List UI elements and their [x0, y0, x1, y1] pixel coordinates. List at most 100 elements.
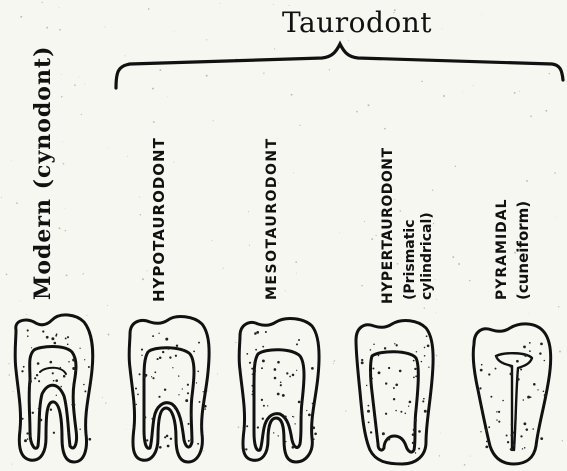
stipple-dot	[254, 332, 257, 335]
stipple-dot	[416, 351, 417, 352]
stipple-dot	[496, 411, 497, 412]
stipple-dot	[399, 370, 402, 373]
stipple-dot	[29, 380, 32, 383]
stipple-dot	[246, 353, 248, 355]
stipple-dot	[415, 375, 417, 377]
stipple-dot	[277, 361, 280, 364]
stipple-dot	[152, 377, 154, 379]
stipple-dot	[422, 400, 424, 402]
stipple-dot	[26, 432, 28, 434]
stipple-dot	[394, 343, 395, 344]
tooth-pyramidal	[473, 324, 550, 464]
stipple-dot	[298, 339, 300, 341]
stipple-dot	[63, 375, 66, 378]
stipple-dot	[137, 394, 139, 396]
stipple-dot	[187, 392, 189, 394]
stipple-dot	[498, 411, 500, 413]
stipple-dot	[481, 364, 483, 366]
stipple-dot	[522, 448, 523, 449]
stipple-dot	[42, 330, 44, 332]
stipple-dot	[157, 358, 159, 360]
stipple-dot	[523, 422, 526, 425]
stipple-dot	[21, 370, 23, 372]
stipple-dot	[198, 342, 200, 344]
stipple-dot	[197, 370, 199, 372]
stipple-dot	[251, 368, 253, 370]
stipple-dot	[372, 367, 374, 369]
stipple-dot	[267, 405, 268, 406]
stipple-dot	[53, 380, 55, 382]
stipple-dot	[83, 384, 85, 386]
stipple-dot	[313, 438, 315, 440]
stipple-dot	[202, 402, 204, 404]
stipple-dot	[144, 416, 147, 419]
stipple-dot	[412, 433, 415, 436]
stipple-dot	[37, 362, 40, 365]
stipple-dot	[262, 359, 265, 362]
stipple-dot	[84, 390, 86, 392]
stipple-dot	[315, 333, 316, 334]
stipple-dot	[190, 414, 192, 416]
stipple-dot	[414, 419, 417, 422]
stipple-dot	[485, 429, 488, 432]
stipple-dot	[366, 385, 367, 386]
stipple-dot	[67, 344, 69, 346]
stipple-dot	[539, 352, 541, 354]
stipple-dot	[296, 343, 298, 345]
stipple-dot	[510, 366, 512, 368]
stipple-dot	[246, 425, 248, 427]
stipple-dot	[196, 382, 197, 383]
stipple-dot	[65, 337, 67, 339]
stipple-dot	[480, 369, 483, 372]
stipple-dot	[300, 414, 302, 416]
stipple-dot	[197, 443, 199, 445]
stipple-dot	[507, 441, 509, 443]
stipple-dot	[428, 367, 429, 368]
stipple-dot	[282, 394, 285, 397]
stipple-dot	[424, 410, 427, 413]
stipple-dot	[294, 423, 295, 424]
stipple-dot	[34, 377, 36, 379]
stipple-dot	[378, 355, 379, 356]
stipple-dot	[312, 426, 315, 429]
stipple-dot	[251, 394, 253, 396]
stipple-dot	[524, 354, 527, 357]
stipple-dot	[169, 356, 171, 358]
stipple-dot	[314, 433, 317, 436]
stipple-dot	[533, 383, 536, 386]
stipple-dot	[529, 350, 531, 352]
stipple-dot	[517, 373, 518, 374]
stipple-dot	[201, 425, 203, 427]
stipple-dot	[252, 374, 253, 375]
stipple-dot	[373, 415, 375, 417]
stipple-dot	[187, 384, 189, 386]
stipple-dot	[204, 405, 207, 408]
stipple-dot	[175, 355, 177, 357]
stipple-dot	[543, 391, 545, 393]
stipple-dot	[84, 359, 85, 360]
stipple-dot	[254, 370, 256, 372]
stipple-dot	[512, 444, 515, 447]
stipple-dot	[413, 429, 415, 431]
stipple-dot	[537, 389, 538, 390]
stipple-dot	[385, 382, 387, 384]
stipple-dot	[88, 366, 90, 368]
stipple-dot	[158, 333, 159, 334]
stipple-dot	[409, 401, 412, 404]
stipple-dot	[159, 357, 162, 360]
stipple-dot	[172, 367, 173, 368]
stipple-dot	[72, 367, 75, 370]
stipple-dot	[251, 385, 253, 387]
stipple-dot	[544, 360, 545, 361]
stipple-dot	[152, 335, 154, 337]
stipple-dot	[67, 432, 69, 434]
stipple-dot	[368, 405, 370, 407]
stipple-dot	[280, 382, 282, 384]
stipple-dot	[384, 347, 386, 349]
stipple-dot	[29, 435, 31, 437]
stipple-dot	[205, 408, 206, 409]
stipple-dot	[166, 435, 169, 438]
stipple-dot	[490, 396, 492, 398]
stipple-dot	[170, 438, 172, 440]
stipple-dot	[520, 369, 522, 371]
